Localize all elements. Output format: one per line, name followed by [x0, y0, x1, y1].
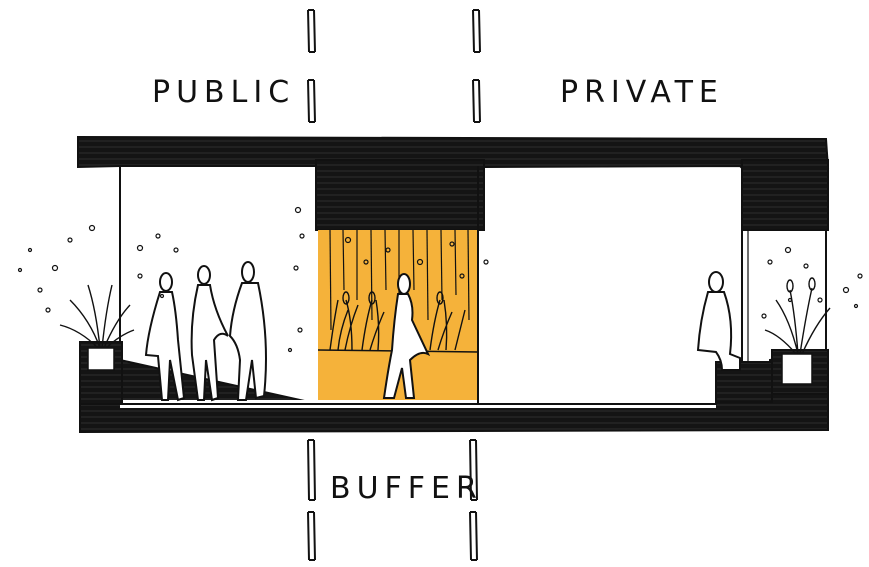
divider-left [307, 9, 316, 561]
grass-plant-icon [764, 277, 831, 355]
divider-right [469, 9, 481, 561]
private-label: PRIVATE [560, 75, 724, 110]
buffer-screen-lines [329, 229, 470, 331]
private-wall-block [741, 159, 829, 231]
walking-people-icon [144, 261, 267, 402]
grass-plant-icon [59, 284, 135, 349]
public-label: PUBLIC [152, 75, 296, 110]
walking-person-icon [382, 273, 431, 399]
buffer-beam [315, 159, 485, 231]
buffer-label: BUFFER [330, 471, 483, 506]
seated-person-icon [696, 271, 741, 371]
grass-plant-icon [329, 291, 466, 351]
foliage-dots [17, 206, 863, 353]
